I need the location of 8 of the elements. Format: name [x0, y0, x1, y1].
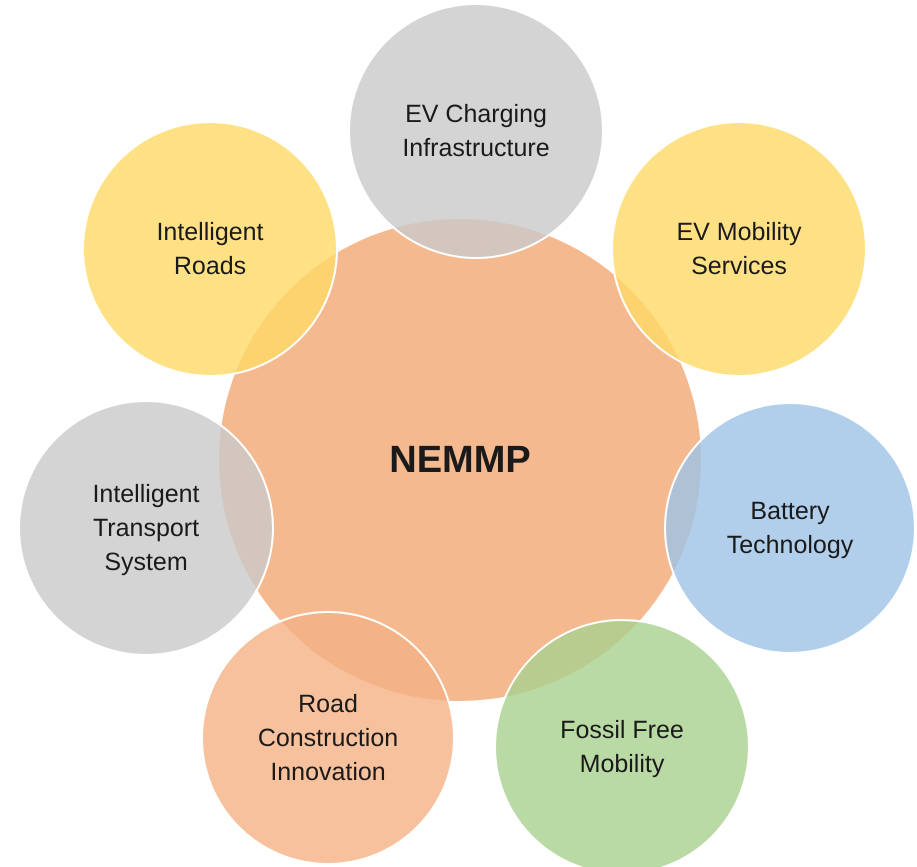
- topic-label: Fossil Free Mobility: [559, 715, 685, 780]
- topic-label: Battery Technology: [726, 496, 854, 561]
- topic-label: Intelligent Roads: [155, 217, 265, 282]
- center-title: NEMMP: [388, 443, 532, 477]
- topic-label: EV Mobility Services: [675, 217, 803, 282]
- topic-label: EV Charging Infrastructure: [401, 99, 551, 164]
- topic-label: Road Construction Innovation: [256, 689, 400, 788]
- topic-label: Intelligent Transport System: [91, 479, 201, 578]
